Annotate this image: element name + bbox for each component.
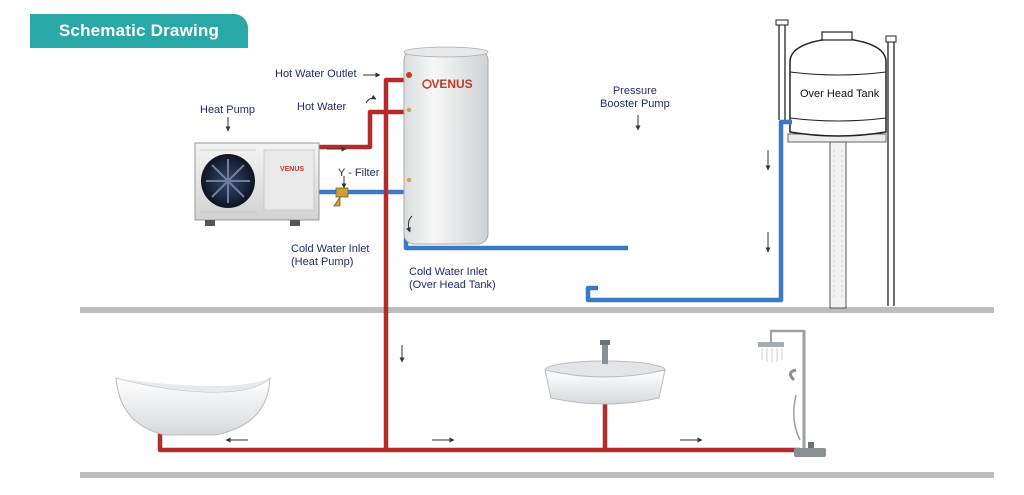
bathtub [115, 376, 271, 436]
cold-pipe-tank-supply [585, 119, 792, 303]
arrow-cold-inlet-curve [406, 215, 413, 233]
hot-pipe-distribution [157, 433, 800, 453]
flow-arrows [225, 72, 771, 443]
hand-shower-icon [789, 368, 797, 382]
label-y-filter: Y - Filter [338, 167, 380, 179]
fan-blades-icon [206, 159, 250, 203]
heat-pump-unit: VENUS [194, 142, 320, 226]
lower-floor [80, 472, 994, 478]
upper-floor [80, 307, 994, 313]
label-heat-pump: Heat Pump [200, 104, 256, 116]
y-filter [333, 187, 349, 207]
page-title: Schematic Drawing [58, 21, 220, 40]
label-pressure-booster-pump: Pressure Booster Pump [600, 85, 670, 110]
shower-set [758, 329, 826, 457]
cold-water-pipes [318, 119, 792, 303]
overhead-tank-stand [787, 133, 887, 309]
shower-mixer-icon [794, 448, 826, 457]
tank-logo: VENUS [431, 77, 472, 91]
overhead-tank [775, 19, 897, 306]
wash-basin [544, 340, 666, 405]
heat-pump-logo: VENUS [280, 166, 304, 173]
hot-pipe-heat-pump-to-tank [318, 109, 404, 150]
title-tab: Schematic Drawing [30, 14, 248, 48]
shower-head-icon [758, 342, 784, 347]
arrow-hot-water-curve [365, 94, 377, 104]
water-heater-tank: VENUS [403, 46, 489, 245]
label-over-head-tank: Over Head Tank [800, 88, 880, 100]
label-cold-inlet-heat-pump: Cold Water Inlet (Heat Pump) [291, 243, 370, 268]
hot-pipe-outlet-riser [383, 77, 404, 450]
label-hot-water: Hot Water [297, 101, 347, 113]
basin-faucet-icon [602, 344, 608, 364]
label-hot-water-outlet: Hot Water Outlet [275, 68, 357, 80]
label-cold-inlet-overhead-tank: Cold Water Inlet (Over Head Tank) [409, 266, 496, 291]
